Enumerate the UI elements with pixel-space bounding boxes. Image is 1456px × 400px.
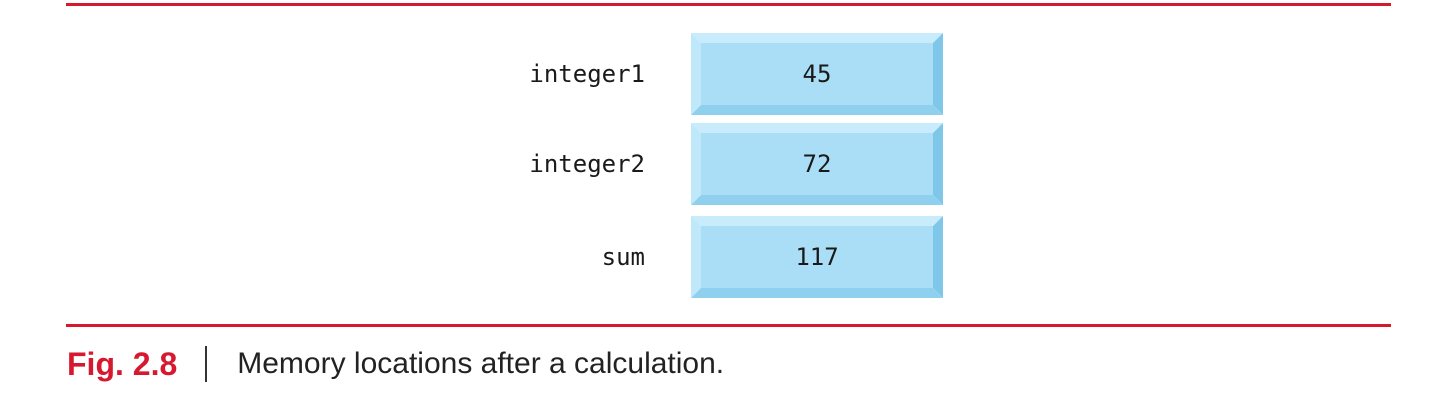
memory-cell-bevel bbox=[691, 33, 943, 115]
figure-description: Memory locations after a calculation. bbox=[237, 347, 725, 380]
memory-value-sum: 117 bbox=[795, 243, 839, 271]
figure-caption: Fig. 2.8 Memory locations after a calcul… bbox=[67, 342, 724, 386]
memory-cell-integer1: 45 bbox=[691, 33, 943, 115]
variable-name-integer1: integer1 bbox=[529, 60, 645, 88]
memory-cell-bevel bbox=[691, 123, 943, 205]
memory-cell-integer2: 72 bbox=[691, 123, 943, 205]
memory-value-integer1: 45 bbox=[802, 60, 832, 88]
memory-cell-sum: 117 bbox=[691, 216, 943, 298]
memory-value-integer2: 72 bbox=[802, 150, 832, 178]
memory-cell-bevel bbox=[691, 216, 943, 298]
caption-separator bbox=[205, 346, 208, 382]
bottom-rule bbox=[66, 324, 1391, 327]
figure-number: Fig. 2.8 bbox=[67, 345, 178, 382]
top-rule bbox=[66, 3, 1391, 6]
variable-name-sum: sum bbox=[601, 243, 645, 271]
variable-name-integer2: integer2 bbox=[529, 150, 645, 178]
